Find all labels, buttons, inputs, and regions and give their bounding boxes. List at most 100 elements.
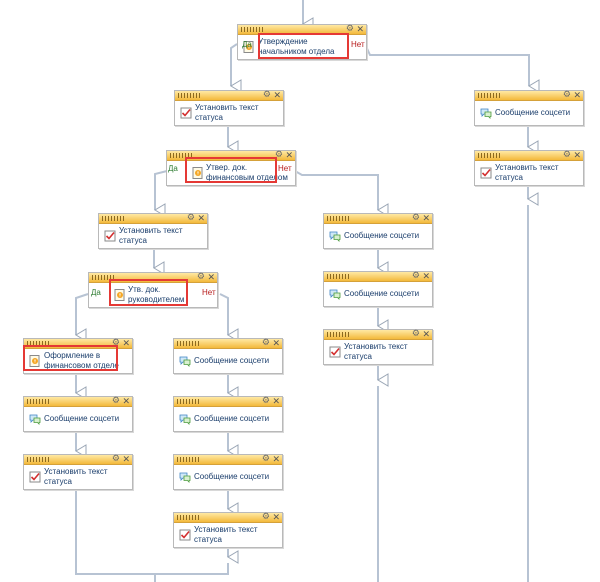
close-icon[interactable]: ✕ <box>272 396 280 406</box>
drag-handle-icon[interactable] <box>27 399 49 404</box>
drag-handle-icon[interactable] <box>478 93 500 98</box>
block-header[interactable]: ⚙✕ <box>324 270 432 282</box>
block-label-line1: Сообщение соцсети <box>44 414 120 423</box>
close-icon[interactable]: ✕ <box>273 90 281 100</box>
close-icon[interactable]: ✕ <box>422 329 430 339</box>
block-header[interactable]: ⚙✕ <box>324 212 432 224</box>
block-header[interactable]: ⚙✕ <box>174 511 282 523</box>
gear-icon[interactable]: ⚙ <box>562 89 571 99</box>
block-header[interactable]: ⚙✕ <box>174 453 282 465</box>
close-icon[interactable]: ✕ <box>122 396 130 406</box>
close-icon[interactable]: ✕ <box>285 150 293 160</box>
social-message-block[interactable]: ⚙✕ Сообщение соцсети <box>323 270 433 307</box>
social-message-block[interactable]: ⚙✕ Сообщение соцсети <box>173 337 283 374</box>
block-label: Утв. док.руководителем <box>128 285 214 305</box>
close-icon[interactable]: ✕ <box>122 338 130 348</box>
block-body: Сообщение соцсети <box>177 408 279 431</box>
drag-handle-icon[interactable] <box>177 515 199 520</box>
gear-icon[interactable]: ⚙ <box>274 149 283 159</box>
connector-finance-yes <box>154 170 168 217</box>
close-icon[interactable]: ✕ <box>197 213 205 223</box>
block-header[interactable]: ⚙✕ <box>24 453 132 465</box>
drag-handle-icon[interactable] <box>27 457 49 462</box>
close-icon[interactable]: ✕ <box>422 213 430 223</box>
close-icon[interactable]: ✕ <box>356 24 364 34</box>
close-icon[interactable]: ✕ <box>573 150 581 160</box>
gear-icon[interactable]: ⚙ <box>111 337 120 347</box>
gear-icon[interactable]: ⚙ <box>261 337 270 347</box>
social-message-block[interactable]: ⚙✕ Сообщение соцсети <box>323 212 433 249</box>
close-icon[interactable]: ✕ <box>272 338 280 348</box>
gear-icon[interactable]: ⚙ <box>411 270 420 280</box>
gear-icon[interactable]: ⚙ <box>261 395 270 405</box>
close-icon[interactable]: ✕ <box>272 512 280 522</box>
drag-handle-icon[interactable] <box>177 399 199 404</box>
block-body: Сообщение соцсети <box>27 408 129 431</box>
close-icon[interactable]: ✕ <box>207 272 215 282</box>
drag-handle-icon[interactable] <box>241 27 263 32</box>
drag-handle-icon[interactable] <box>102 216 124 221</box>
social-message-block[interactable]: ⚙✕ Сообщение соцсети <box>173 453 283 490</box>
block-body: Сообщение соцсети <box>327 225 429 248</box>
close-icon[interactable]: ✕ <box>122 454 130 464</box>
gear-icon[interactable]: ⚙ <box>261 511 270 521</box>
block-label-line1: Установить текст <box>495 163 559 172</box>
block-header[interactable]: ⚙✕ <box>475 149 583 161</box>
drag-handle-icon[interactable] <box>178 93 200 98</box>
drag-handle-icon[interactable] <box>177 341 199 346</box>
close-icon[interactable]: ✕ <box>272 454 280 464</box>
approval-block-finance[interactable]: ⚙✕ Утвер. док.финансовым отделом <box>166 149 296 186</box>
block-header[interactable]: ⚙✕ <box>24 395 132 407</box>
gear-icon[interactable]: ⚙ <box>345 23 354 33</box>
social-message-block[interactable]: ⚙✕ Сообщение соцсети <box>173 395 283 432</box>
gear-icon[interactable]: ⚙ <box>261 453 270 463</box>
gear-icon[interactable]: ⚙ <box>411 328 420 338</box>
drag-handle-icon[interactable] <box>27 341 49 346</box>
gear-icon[interactable]: ⚙ <box>111 453 120 463</box>
drag-handle-icon[interactable] <box>327 332 349 337</box>
close-icon[interactable]: ✕ <box>573 90 581 100</box>
gear-icon[interactable]: ⚙ <box>411 212 420 222</box>
gear-icon[interactable]: ⚙ <box>111 395 120 405</box>
block-header[interactable]: ⚙✕ <box>324 328 432 340</box>
close-icon[interactable]: ✕ <box>422 271 430 281</box>
block-header[interactable]: ⚙✕ <box>99 212 207 224</box>
gear-icon[interactable]: ⚙ <box>262 89 271 99</box>
block-label-line2: начальником отдела <box>258 47 335 56</box>
block-label-line2: финансовом отделе <box>44 361 119 370</box>
block-header[interactable]: ⚙✕ <box>175 89 283 101</box>
drag-handle-icon[interactable] <box>327 274 349 279</box>
block-label-line1: Установить текст <box>119 226 183 235</box>
block-header[interactable]: ⚙✕ <box>89 271 217 283</box>
chat-bubble-icon <box>179 356 191 367</box>
block-header[interactable]: ⚙✕ <box>24 337 132 349</box>
gear-icon[interactable]: ⚙ <box>562 149 571 159</box>
drag-handle-icon[interactable] <box>170 153 192 158</box>
block-header[interactable]: ⚙✕ <box>475 89 583 101</box>
drag-handle-icon[interactable] <box>92 275 114 280</box>
block-header[interactable]: ⚙✕ <box>174 337 282 349</box>
block-label: Сообщение соцсети <box>194 414 279 424</box>
social-message-block[interactable]: ⚙✕ Сообщение соцсети <box>23 395 133 432</box>
no-label: Нет <box>351 40 365 49</box>
block-label-line1: Установить текст <box>44 467 108 476</box>
block-header[interactable]: ⚙✕ <box>174 395 282 407</box>
drag-handle-icon[interactable] <box>478 153 500 158</box>
drag-handle-icon[interactable] <box>327 216 349 221</box>
gear-icon[interactable]: ⚙ <box>196 271 205 281</box>
social-message-block[interactable]: ⚙✕ Сообщение соцсети <box>474 89 584 126</box>
block-header[interactable]: ⚙✕ <box>167 149 295 161</box>
drag-handle-icon[interactable] <box>177 457 199 462</box>
no-label: Нет <box>202 288 216 297</box>
gear-icon[interactable]: ⚙ <box>186 212 195 222</box>
